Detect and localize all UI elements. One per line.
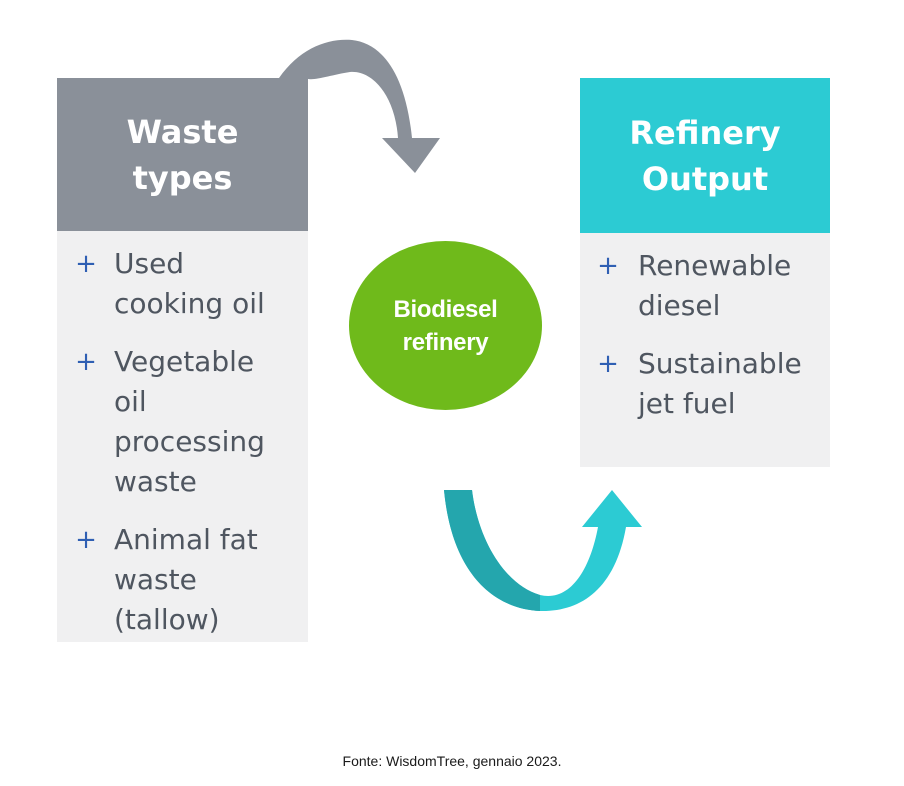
- refinery-output-title-line2: Output: [641, 159, 769, 198]
- waste-types-title-line2: types: [132, 158, 233, 197]
- waste-types-panel: Waste types + Used cooking oil + Vegetab…: [57, 78, 308, 642]
- plus-icon: +: [75, 249, 97, 279]
- circle-label-line2: refinery: [402, 328, 489, 356]
- item-line: waste: [114, 465, 197, 498]
- list-item: + Sustainable jet fuel: [580, 344, 830, 424]
- item-line: jet fuel: [638, 387, 736, 420]
- item-line: Used: [114, 247, 185, 280]
- waste-types-title-line1: Waste: [126, 112, 239, 151]
- item-line: diesel: [638, 289, 721, 322]
- plus-icon: +: [75, 347, 97, 377]
- item-line: cooking oil: [114, 287, 265, 320]
- circle-label-line1: Biodiesel: [393, 295, 498, 323]
- list-item: + Animal fat waste (tallow): [57, 520, 308, 640]
- item-line: waste: [114, 563, 197, 596]
- refinery-output-title-line1: Refinery: [629, 113, 781, 152]
- gray-arrow-body: [279, 39, 440, 174]
- item-line: Vegetable: [114, 345, 255, 378]
- item-line: oil: [114, 385, 147, 418]
- refinery-output-list: + Renewable diesel + Sustainable jet fue…: [580, 246, 830, 442]
- refinery-output-panel: Refinery Output + Renewable diesel + Sus…: [580, 78, 830, 467]
- item-line: Sustainable: [638, 347, 802, 380]
- item-line: Renewable: [638, 249, 792, 282]
- plus-icon: +: [75, 525, 97, 555]
- list-item: + Vegetable oil processing waste: [57, 342, 308, 502]
- plus-icon: +: [597, 349, 619, 379]
- source-note: Fonte: WisdomTree, gennaio 2023.: [342, 753, 562, 769]
- waste-types-header: Waste types: [57, 78, 308, 231]
- waste-types-list: + Used cooking oil + Vegetable oil proce…: [57, 244, 308, 658]
- list-item: + Used cooking oil: [57, 244, 308, 324]
- list-item: + Renewable diesel: [580, 246, 830, 326]
- refinery-output-header: Refinery Output: [580, 78, 830, 233]
- item-line: Animal fat: [114, 523, 258, 556]
- plus-icon: +: [597, 251, 619, 281]
- item-line: (tallow): [114, 603, 220, 636]
- biodiesel-refinery-circle: Biodiesel refinery: [349, 241, 542, 410]
- item-line: processing: [114, 425, 265, 458]
